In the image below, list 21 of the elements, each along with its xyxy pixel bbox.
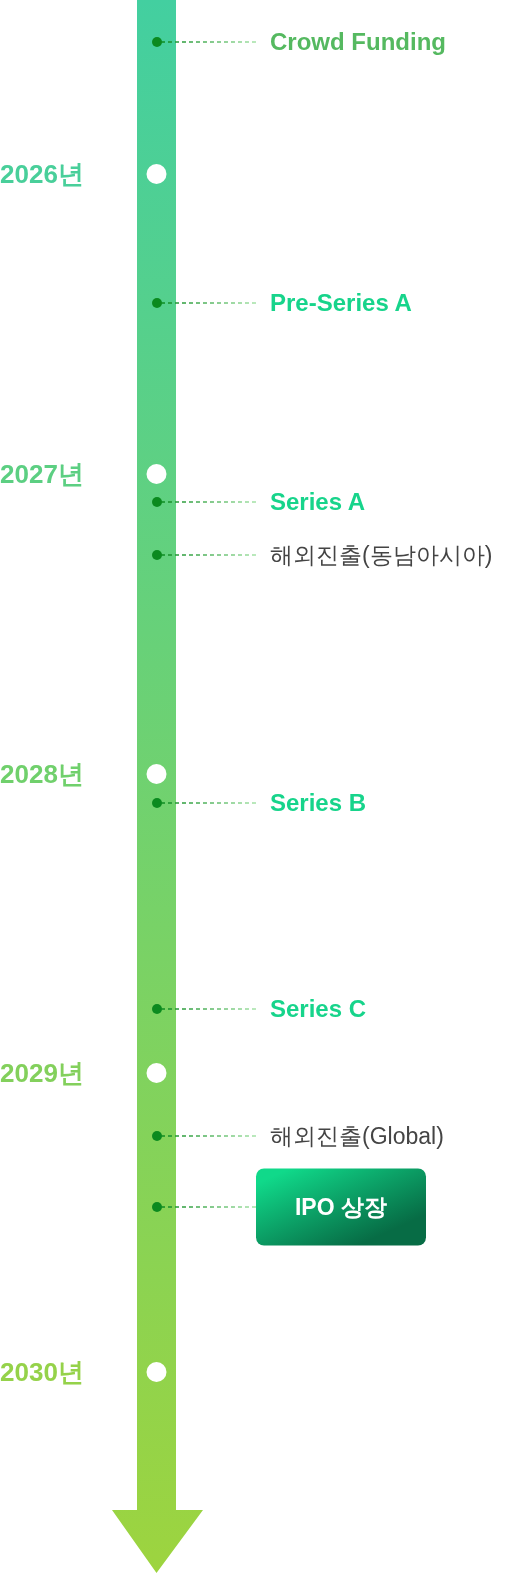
year-label: 2026년 — [0, 157, 85, 191]
leader-line — [160, 802, 257, 804]
leader-line — [160, 1206, 257, 1208]
milestone-text: Crowd Funding — [256, 27, 446, 57]
leader-line — [160, 1135, 257, 1137]
milestone-text: Series A — [256, 487, 366, 517]
year-label: 2028년 — [0, 757, 85, 791]
leader-line — [160, 501, 257, 503]
milestone-box: IPO 상장 — [256, 1168, 426, 1246]
leader-line — [160, 1008, 257, 1010]
year-label: 2029년 — [0, 1056, 85, 1090]
year-label: 2027년 — [0, 457, 85, 491]
milestone-text: Pre-Series A — [256, 288, 412, 318]
leader-line — [160, 554, 257, 556]
milestone-text: 해외진출(Global) — [256, 1121, 444, 1151]
year-label: 2030년 — [0, 1355, 85, 1389]
leader-line — [160, 41, 257, 43]
milestone-text: Series B — [256, 788, 367, 818]
milestone-text: Series C — [256, 994, 367, 1024]
leader-line — [160, 302, 257, 304]
milestone-text: 해외진출(동남아시아) — [256, 540, 493, 570]
